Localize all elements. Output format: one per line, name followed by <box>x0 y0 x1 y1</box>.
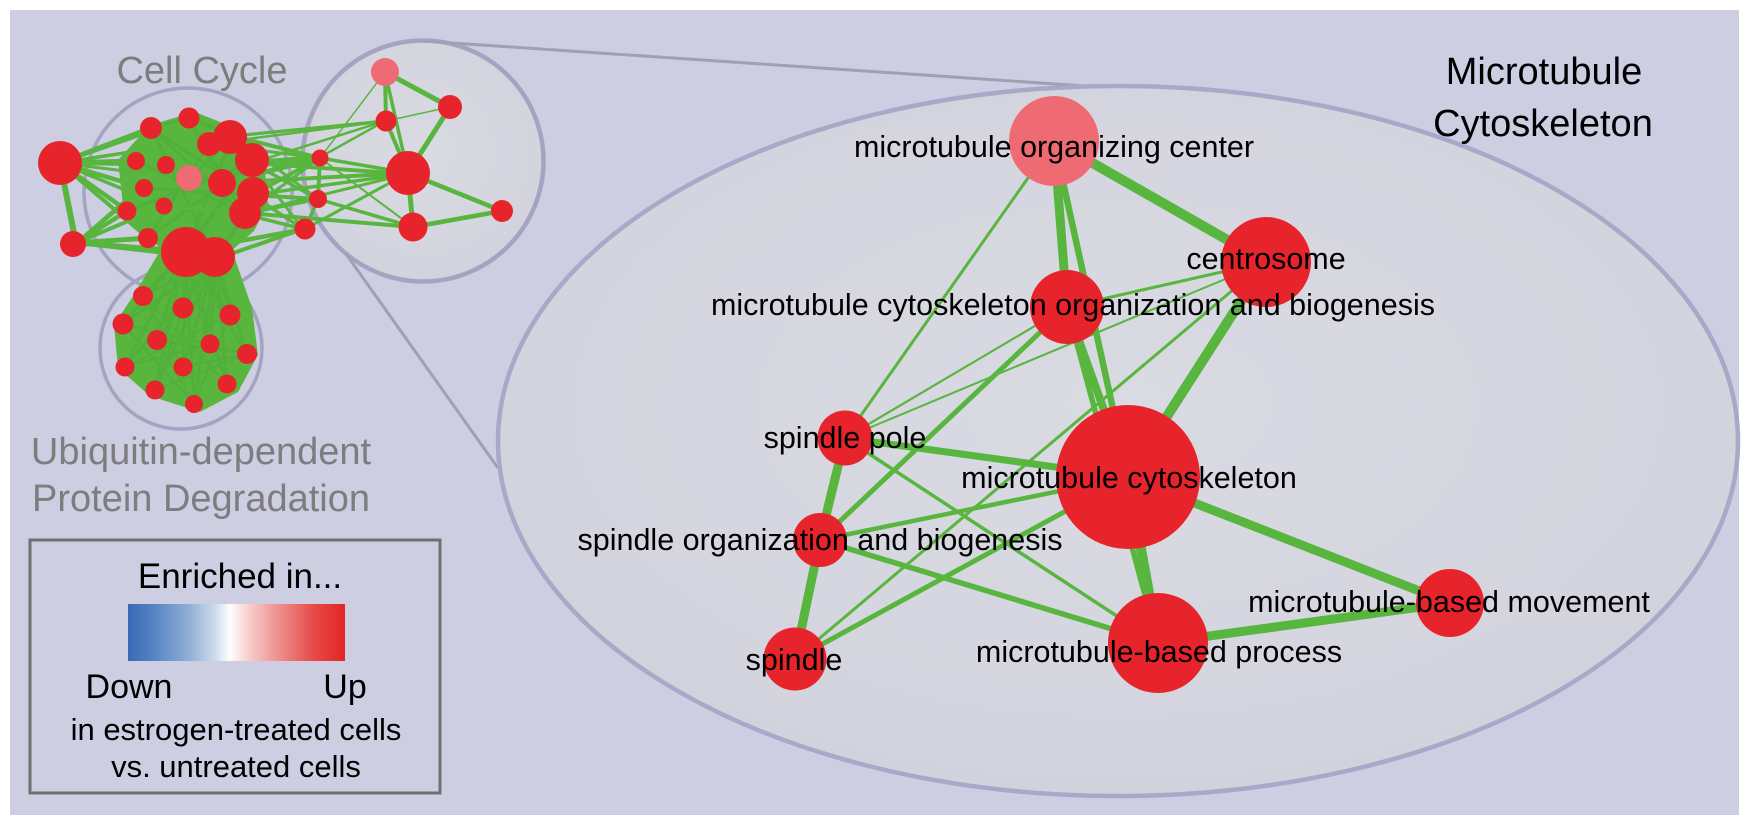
svg-text:Microtubule: Microtubule <box>1446 51 1642 93</box>
svg-text:Cell Cycle: Cell Cycle <box>116 50 287 92</box>
svg-text:spindle organization and bioge: spindle organization and biogenesis <box>578 523 1063 557</box>
svg-text:vs. untreated cells: vs. untreated cells <box>111 749 361 784</box>
svg-text:centrosome: centrosome <box>1186 242 1345 276</box>
svg-text:Protein Degradation: Protein Degradation <box>32 478 370 520</box>
svg-text:Down: Down <box>86 668 173 706</box>
svg-text:Cytoskeleton: Cytoskeleton <box>1433 103 1653 145</box>
svg-text:Enriched in...: Enriched in... <box>138 557 342 596</box>
svg-text:Ubiquitin-dependent: Ubiquitin-dependent <box>31 431 372 473</box>
svg-text:in estrogen-treated cells: in estrogen-treated cells <box>71 712 402 747</box>
svg-text:microtubule cytoskeleton organ: microtubule cytoskeleton organization an… <box>711 288 1435 322</box>
svg-text:microtubule-based process: microtubule-based process <box>976 635 1342 669</box>
svg-text:microtubule cytoskeleton: microtubule cytoskeleton <box>961 461 1297 495</box>
svg-text:microtubule-based movement: microtubule-based movement <box>1248 585 1650 619</box>
svg-text:spindle pole: spindle pole <box>764 421 927 455</box>
svg-text:microtubule organizing center: microtubule organizing center <box>854 130 1254 164</box>
svg-text:spindle: spindle <box>746 643 843 677</box>
svg-text:Up: Up <box>323 668 366 706</box>
